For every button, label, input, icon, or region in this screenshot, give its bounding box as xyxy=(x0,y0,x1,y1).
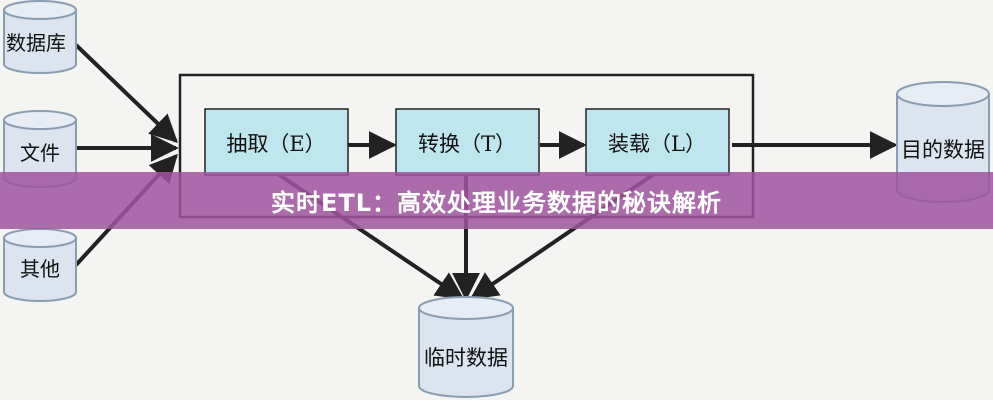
temp-data-cylinder: 临时数据 xyxy=(418,296,514,398)
temp-data-label: 临时数据 xyxy=(424,346,508,370)
source-other-cylinder: 其他 xyxy=(3,228,77,302)
source-file-cylinder: 文件 xyxy=(3,110,77,188)
source-file-label: 文件 xyxy=(20,141,60,165)
source-database-cylinder: 数据库 xyxy=(3,0,77,74)
arrow-db-to-etl xyxy=(74,43,179,143)
stage-load: 装载（L） xyxy=(585,108,730,176)
source-database-label: 数据库 xyxy=(6,31,66,55)
stage-extract-label: 抽取（E） xyxy=(226,132,325,156)
title-banner: 实时ETL：高效处理业务数据的秘诀解析 xyxy=(0,172,993,229)
target-data-label: 目的数据 xyxy=(901,138,985,162)
stage-load-label: 装载（L） xyxy=(608,132,706,156)
banner-title: 实时ETL：高效处理业务数据的秘诀解析 xyxy=(270,189,723,217)
stage-transform-label: 转换（T） xyxy=(418,132,516,156)
source-other-label: 其他 xyxy=(20,257,60,281)
stage-transform: 转换（T） xyxy=(395,108,540,176)
stage-extract: 抽取（E） xyxy=(204,108,349,176)
